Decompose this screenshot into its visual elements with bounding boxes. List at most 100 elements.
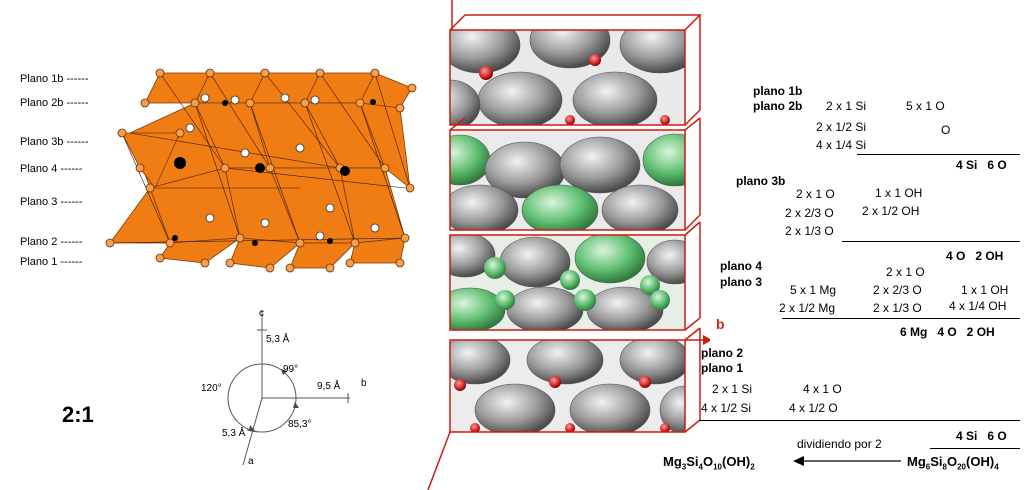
- g3-o-0: 2 x 1 O: [886, 265, 925, 279]
- g4-sum-line: [699, 420, 1020, 421]
- g2-o-1: 2 x 2/3 O: [785, 206, 834, 220]
- g3-o-2: 2 x 1/3 O: [873, 301, 922, 315]
- f-oh-sub: 4: [994, 462, 999, 472]
- f-mg: Mg: [907, 454, 926, 469]
- plane-label-1b: Plano 1b ------: [20, 73, 88, 85]
- g3-total: 6 Mg 4 O 2 OH: [900, 325, 995, 339]
- layer-model: [427, 0, 710, 490]
- g4-o-0: 4 x 1 O: [803, 382, 842, 396]
- f-si: Si: [930, 454, 943, 469]
- g2-sum-line: [842, 241, 1020, 242]
- g1-o-0: 5 x 1 O: [906, 99, 945, 113]
- b-axis-label: b: [716, 316, 725, 332]
- layer-tetra-bottom: [450, 340, 685, 432]
- axis-c-length: 5,3 Å: [266, 334, 290, 345]
- layer-oh-upper: [450, 130, 685, 230]
- f-o-sub: 20: [957, 462, 967, 472]
- g2-o-2: 2 x 1/3 O: [785, 224, 834, 238]
- b-axis-arrow-icon: [703, 335, 710, 345]
- axis-a-label: a: [248, 456, 254, 467]
- plane-label-text: Plano 4: [20, 163, 58, 175]
- f-mg-sub: 3: [681, 462, 687, 472]
- g2-total: 4 O 2 OH: [946, 249, 1004, 263]
- divide-arrow-icon: [793, 456, 901, 466]
- hydroxyl-atoms: [185, 93, 380, 241]
- g4-total: 4 Si 6 O: [956, 429, 1007, 443]
- g1-si-1: 2 x 1/2 Si: [816, 120, 867, 134]
- g4-si-0: 2 x 1 Si: [712, 382, 753, 396]
- plane-label-3: Plano 3 ------: [20, 196, 82, 208]
- g2-o-0: 2 x 1 O: [796, 187, 835, 201]
- plane-label-2: Plano 2 ------: [20, 236, 82, 248]
- plane-label-3b: Plano 3b ------: [20, 136, 88, 148]
- g3-oh-1: 4 x 1/4 OH: [949, 299, 1007, 313]
- plane-label-dash: ------: [66, 97, 89, 109]
- layer-outlines: [427, 0, 705, 490]
- g1-sum-line: [857, 154, 1020, 155]
- layer-mg: [450, 235, 685, 330]
- oxygen-atoms: [105, 68, 417, 273]
- g1-o-1: O: [941, 123, 951, 137]
- plane-label-dash: ------: [60, 256, 83, 268]
- angle-85: 85,3°: [288, 419, 312, 430]
- plane-label-4: Plano 4 ------: [20, 163, 82, 175]
- f-oh: (OH): [966, 454, 995, 469]
- plane-label-dash: ------: [60, 236, 83, 248]
- g1-planes: plano 1b plano 2b: [753, 84, 803, 113]
- crystal-structure-diagram: [105, 68, 417, 273]
- g2-oh-0: 1 x 1 OH: [875, 186, 923, 200]
- plane-label-2b: Plano 2b ------: [20, 97, 88, 109]
- g4-o-1: 4 x 1/2 O: [789, 401, 838, 415]
- g3-sum-line: [782, 318, 1020, 319]
- plane-label-text: Plano 3b: [20, 136, 64, 148]
- plane-label-text: Plano 1b: [20, 73, 64, 85]
- axis-a-length: 5,3 Å: [222, 428, 246, 439]
- g3-o-1: 2 x 2/3 O: [873, 283, 922, 297]
- formula-full: Mg6Si8O20(OH)4: [907, 454, 999, 472]
- f-si-sub: 4: [698, 462, 703, 472]
- layer-tetra-top: [450, 30, 685, 125]
- f-o-sub: 10: [713, 462, 723, 472]
- axis-arrows: [249, 369, 299, 431]
- g4-si-1: 4 x 1/2 Si: [701, 401, 752, 415]
- plane-label-dash: ------: [60, 196, 83, 208]
- plane-label-text: Plano 1: [20, 256, 58, 268]
- g2-oh-1: 2 x 1/2 OH: [862, 204, 920, 218]
- formula-reduced: Mg3Si4O10(OH)2: [663, 454, 755, 472]
- f-mg: Mg: [663, 454, 682, 469]
- layer-ratio: 2:1: [62, 402, 94, 427]
- g1-si-0: 2 x 1 Si: [826, 99, 867, 113]
- f-o: O: [702, 454, 714, 469]
- plane-label-dash: ------: [60, 163, 83, 175]
- final-sum-line: [930, 448, 1020, 449]
- plane-label-1: Plano 1 ------: [20, 256, 82, 268]
- axis-b-label: b: [361, 378, 367, 389]
- plane-label-dash: ------: [66, 136, 89, 148]
- f-oh-sub: 2: [750, 462, 755, 472]
- g3-mg-1: 2 x 1/2 Mg: [779, 301, 836, 315]
- g1-total: 4 Si 6 O: [956, 158, 1007, 172]
- octahedra-layer: [109, 72, 413, 269]
- g3-planes: plano 4 plano 3: [720, 259, 763, 289]
- angle-120: 120°: [201, 383, 222, 394]
- f-mg-sub: 6: [925, 462, 931, 472]
- g3-oh-0: 1 x 1 OH: [961, 283, 1009, 297]
- g3-mg-0: 5 x 1 Mg: [790, 283, 837, 297]
- f-si: Si: [686, 454, 699, 469]
- cation-atoms: [172, 99, 376, 246]
- structure-edges: [109, 72, 411, 244]
- plane-label-text: Plano 3: [20, 196, 58, 208]
- angle-99: 99°: [283, 364, 299, 375]
- axis-c-label: c: [259, 308, 264, 319]
- f-oh: (OH): [722, 454, 751, 469]
- plane-label-text: Plano 2: [20, 236, 58, 248]
- f-o: O: [946, 454, 958, 469]
- f-si-sub: 8: [942, 462, 947, 472]
- axes-diagram: [227, 310, 350, 466]
- plane-label-dash: ------: [66, 73, 89, 85]
- g1-si-2: 4 x 1/4 Si: [816, 138, 867, 152]
- axis-b-length: 9,5 Å: [317, 381, 341, 392]
- g4-planes: plano 2 plano 1: [701, 346, 744, 375]
- g2-planes: plano 3b: [736, 174, 786, 188]
- divide-label: dividiendo por 2: [797, 437, 882, 451]
